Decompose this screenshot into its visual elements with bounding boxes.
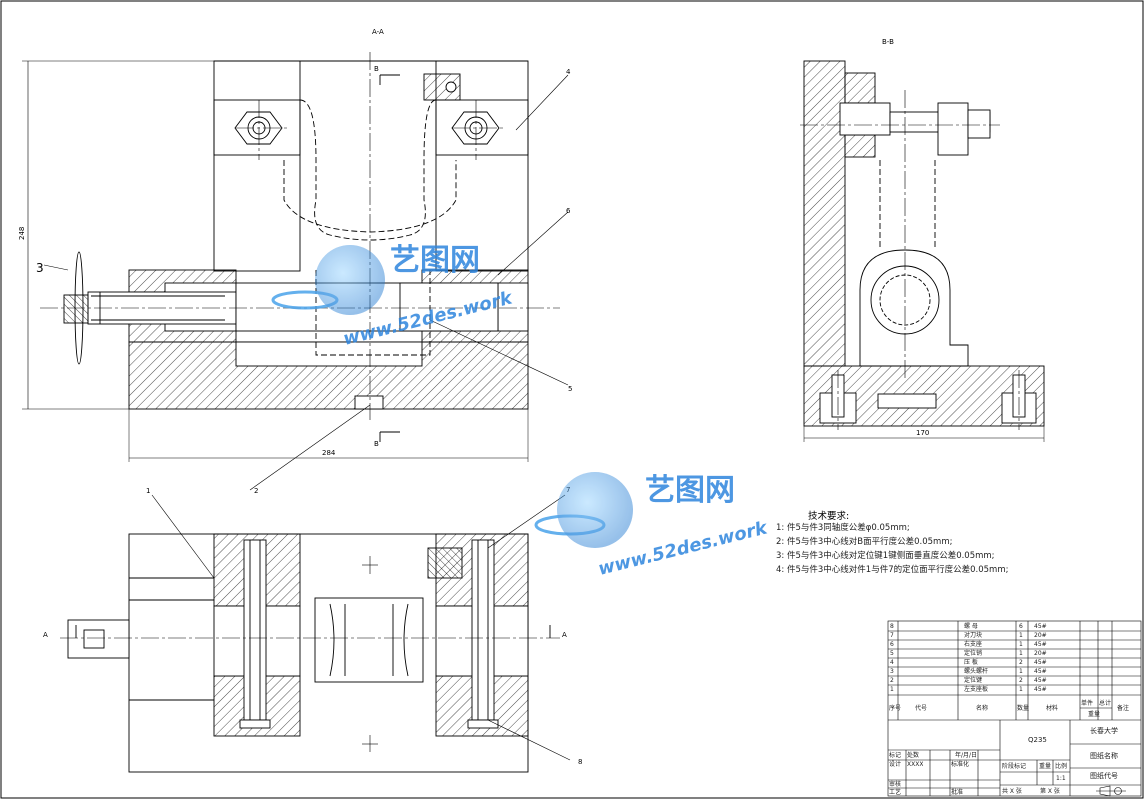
standard-label: 标准化	[951, 761, 970, 768]
top-view	[60, 494, 571, 773]
bom-name: 左支座板	[964, 686, 989, 693]
cut-mark-a-right: A	[562, 631, 567, 639]
bom-header-weight: 重量	[1088, 711, 1101, 718]
bom-mat: 45#	[1034, 623, 1047, 630]
stage-mark-label: 阶段标记	[1002, 763, 1027, 770]
bom-qty: 1	[1019, 686, 1023, 693]
bom-qty: 1	[1019, 632, 1023, 639]
balloon-6: 6	[566, 207, 571, 215]
sheets-count: 共 X 张	[1002, 788, 1022, 795]
bom-mat: 45#	[1034, 677, 1047, 684]
bom-qty: 1	[1019, 641, 1023, 648]
bom-no: 1	[890, 686, 894, 693]
bom-no: 6	[890, 641, 894, 648]
tech-req-item-2: 2: 件5与件3中心线对B面平行度公差0.05mm;	[776, 537, 953, 547]
bom-mat: 20#	[1034, 632, 1047, 639]
bom-mat: 45#	[1034, 668, 1047, 675]
balloon-4: 4	[566, 68, 571, 76]
bom-no: 2	[890, 677, 894, 684]
bom-header-qty: 数量	[1017, 705, 1030, 712]
bom-name: 对刀块	[964, 632, 983, 639]
front-view	[22, 52, 569, 491]
bom-no: 8	[890, 623, 894, 630]
balloon-2: 2	[254, 487, 258, 495]
drawing-labels: A-A B-B B B A A 248 284 170 1 2 3 4 5 6 …	[18, 28, 929, 766]
watermark-brand-2: 艺图网	[645, 473, 735, 508]
bom-header-total: 总计	[1099, 700, 1112, 707]
bom-header-mat: 材料	[1046, 705, 1059, 712]
date-label: 年/月/日	[955, 752, 978, 759]
bom-no: 7	[890, 632, 894, 639]
cut-mark-b-top: B	[374, 65, 379, 73]
bom-name: 定位键	[964, 677, 983, 684]
bom-qty: 1	[1019, 650, 1023, 657]
count-label: 处数	[907, 752, 920, 759]
watermark-brand-1: 艺图网	[390, 243, 480, 278]
watermark-2: 艺图网 www.52des.work	[534, 472, 770, 580]
bom-mat: 45#	[1034, 641, 1047, 648]
balloon-1: 1	[146, 487, 150, 495]
bom-name: 压 板	[964, 659, 978, 666]
designer-label: 设计	[889, 761, 902, 768]
bom-qty: 1	[1019, 668, 1023, 675]
bom-qty: 2	[1019, 677, 1023, 684]
scale-label: 比例	[1055, 763, 1068, 770]
dimension-height: 248	[18, 227, 26, 240]
weight-label: 重量	[1039, 763, 1052, 770]
material-value: Q235	[1028, 736, 1047, 744]
bom-mat: 45#	[1034, 686, 1047, 693]
view-label-aa: A-A	[372, 28, 384, 36]
drawing-name: 图纸名称	[1090, 752, 1118, 760]
bom-no: 4	[890, 659, 894, 666]
bom-mat: 45#	[1034, 659, 1047, 666]
title-block-grid	[887, 620, 1142, 797]
mark-label: 标记	[889, 752, 902, 759]
designer-name: XXXX	[907, 761, 924, 768]
tech-req-item-1: 1: 件5与件3同轴度公差φ0.05mm;	[776, 523, 910, 533]
bom-header-seq: 序号	[889, 705, 902, 712]
review-label: 审核	[889, 781, 902, 788]
bom-header-single: 单件	[1081, 700, 1094, 707]
balloon-8: 8	[578, 758, 582, 766]
bom-name: 定位销	[964, 650, 983, 657]
approve-label: 批准	[951, 789, 964, 796]
bom-name: 螺 母	[964, 623, 978, 630]
bom-name: 螺头螺杆	[964, 668, 989, 675]
dimension-width-side: 170	[916, 429, 929, 437]
sheet-number: 第 X 张	[1040, 788, 1060, 795]
cut-mark-b-bottom: B	[374, 440, 379, 448]
school-name: 长春大学	[1090, 727, 1118, 735]
bom-header-code: 代号	[915, 705, 928, 712]
bom-header-name: 名称	[976, 705, 989, 712]
process-label: 工艺	[889, 789, 902, 796]
bom-name: 右支座	[964, 641, 983, 648]
drawing-code: 图纸代号	[1090, 772, 1118, 780]
tech-req-item-4: 4: 件5与件3中心线对件1与件7的定位面平行度公差0.05mm;	[776, 565, 1009, 575]
bom-header-remark: 备注	[1117, 705, 1130, 712]
balloon-5: 5	[568, 385, 572, 393]
bom-no: 5	[890, 650, 894, 657]
tech-req-item-3: 3: 件5与件3中心线对定位键1键侧面垂直度公差0.05mm;	[776, 551, 995, 561]
bom-qty: 2	[1019, 659, 1023, 666]
bom-no: 3	[890, 668, 894, 675]
dimension-width-front: 284	[322, 449, 336, 457]
tech-req-title: 技术要求:	[808, 511, 850, 522]
bom-qty: 6	[1019, 623, 1023, 630]
balloon-3: 3	[36, 261, 44, 275]
bom-mat: 20#	[1034, 650, 1047, 657]
scale-value: 1:1	[1056, 775, 1066, 782]
view-label-bb: B-B	[882, 38, 894, 46]
side-view	[800, 60, 1045, 442]
cut-mark-a-left: A	[43, 631, 48, 639]
